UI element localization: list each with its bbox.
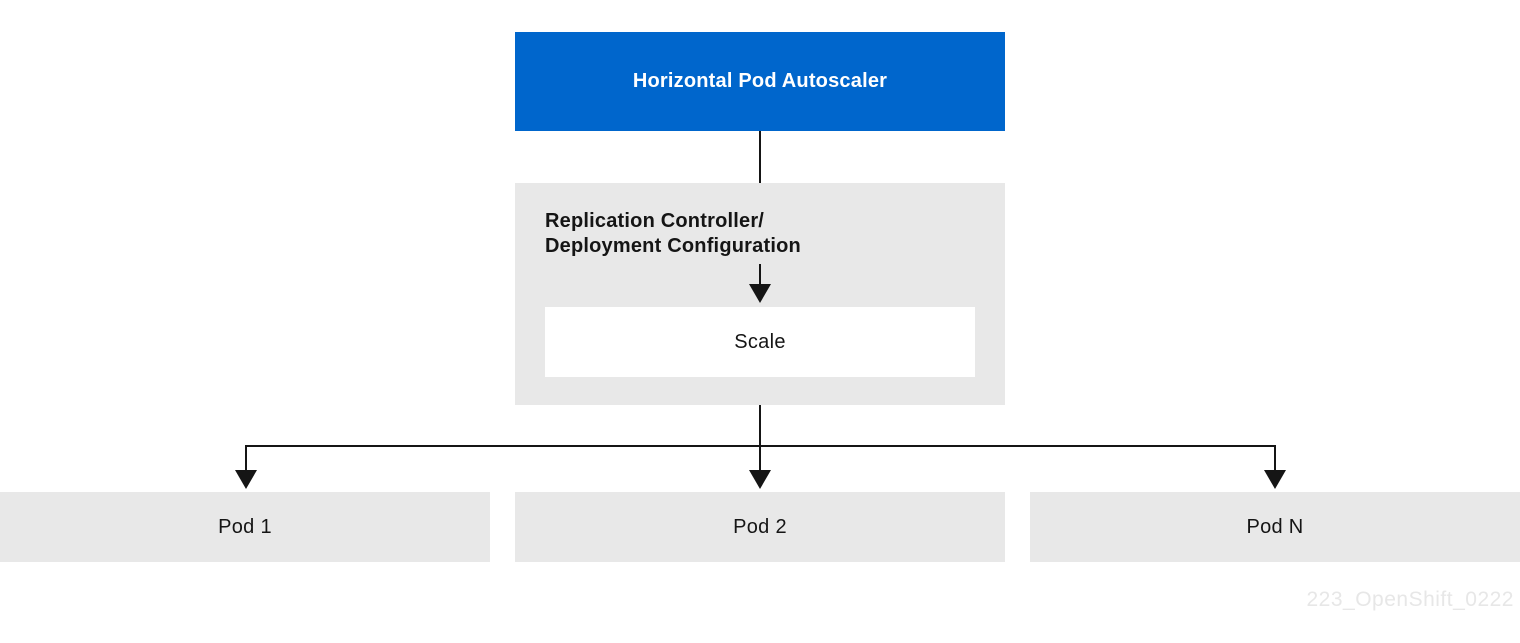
connector-bus-line [245, 445, 1276, 447]
pod-box-1-label: Pod 1 [218, 515, 272, 538]
hpa-box-label: Horizontal Pod Autoscaler [632, 70, 888, 92]
pod-box-2: Pod 2 [515, 492, 1005, 562]
pod-box-2-label: Pod 2 [733, 515, 787, 538]
controller-box-label: Replication Controller/ Deployment Confi… [545, 210, 801, 257]
connector-hpa-to-controller [759, 131, 761, 203]
hpa-box: Horizontal Pod Autoscaler [515, 32, 1005, 131]
pod-box-1: Pod 1 [0, 492, 490, 562]
connector-controller-to-bus [759, 405, 761, 472]
connector-bus-to-pod-1 [245, 445, 247, 472]
connector-bus-to-pod-n [1274, 445, 1276, 472]
arrowhead-down-icon [749, 284, 771, 303]
scale-box: Scale [545, 307, 975, 377]
pod-box-n: Pod N [1030, 492, 1520, 562]
pod-box-n-label: Pod N [1246, 515, 1304, 538]
arrowhead-down-icon [1264, 470, 1286, 489]
watermark-text: 223_OpenShift_0222 [1306, 588, 1514, 611]
arrowhead-down-icon [235, 470, 257, 489]
connector-controller-to-scale [759, 264, 761, 286]
scale-box-label: Scale [734, 330, 786, 353]
arrowhead-down-icon [749, 470, 771, 489]
